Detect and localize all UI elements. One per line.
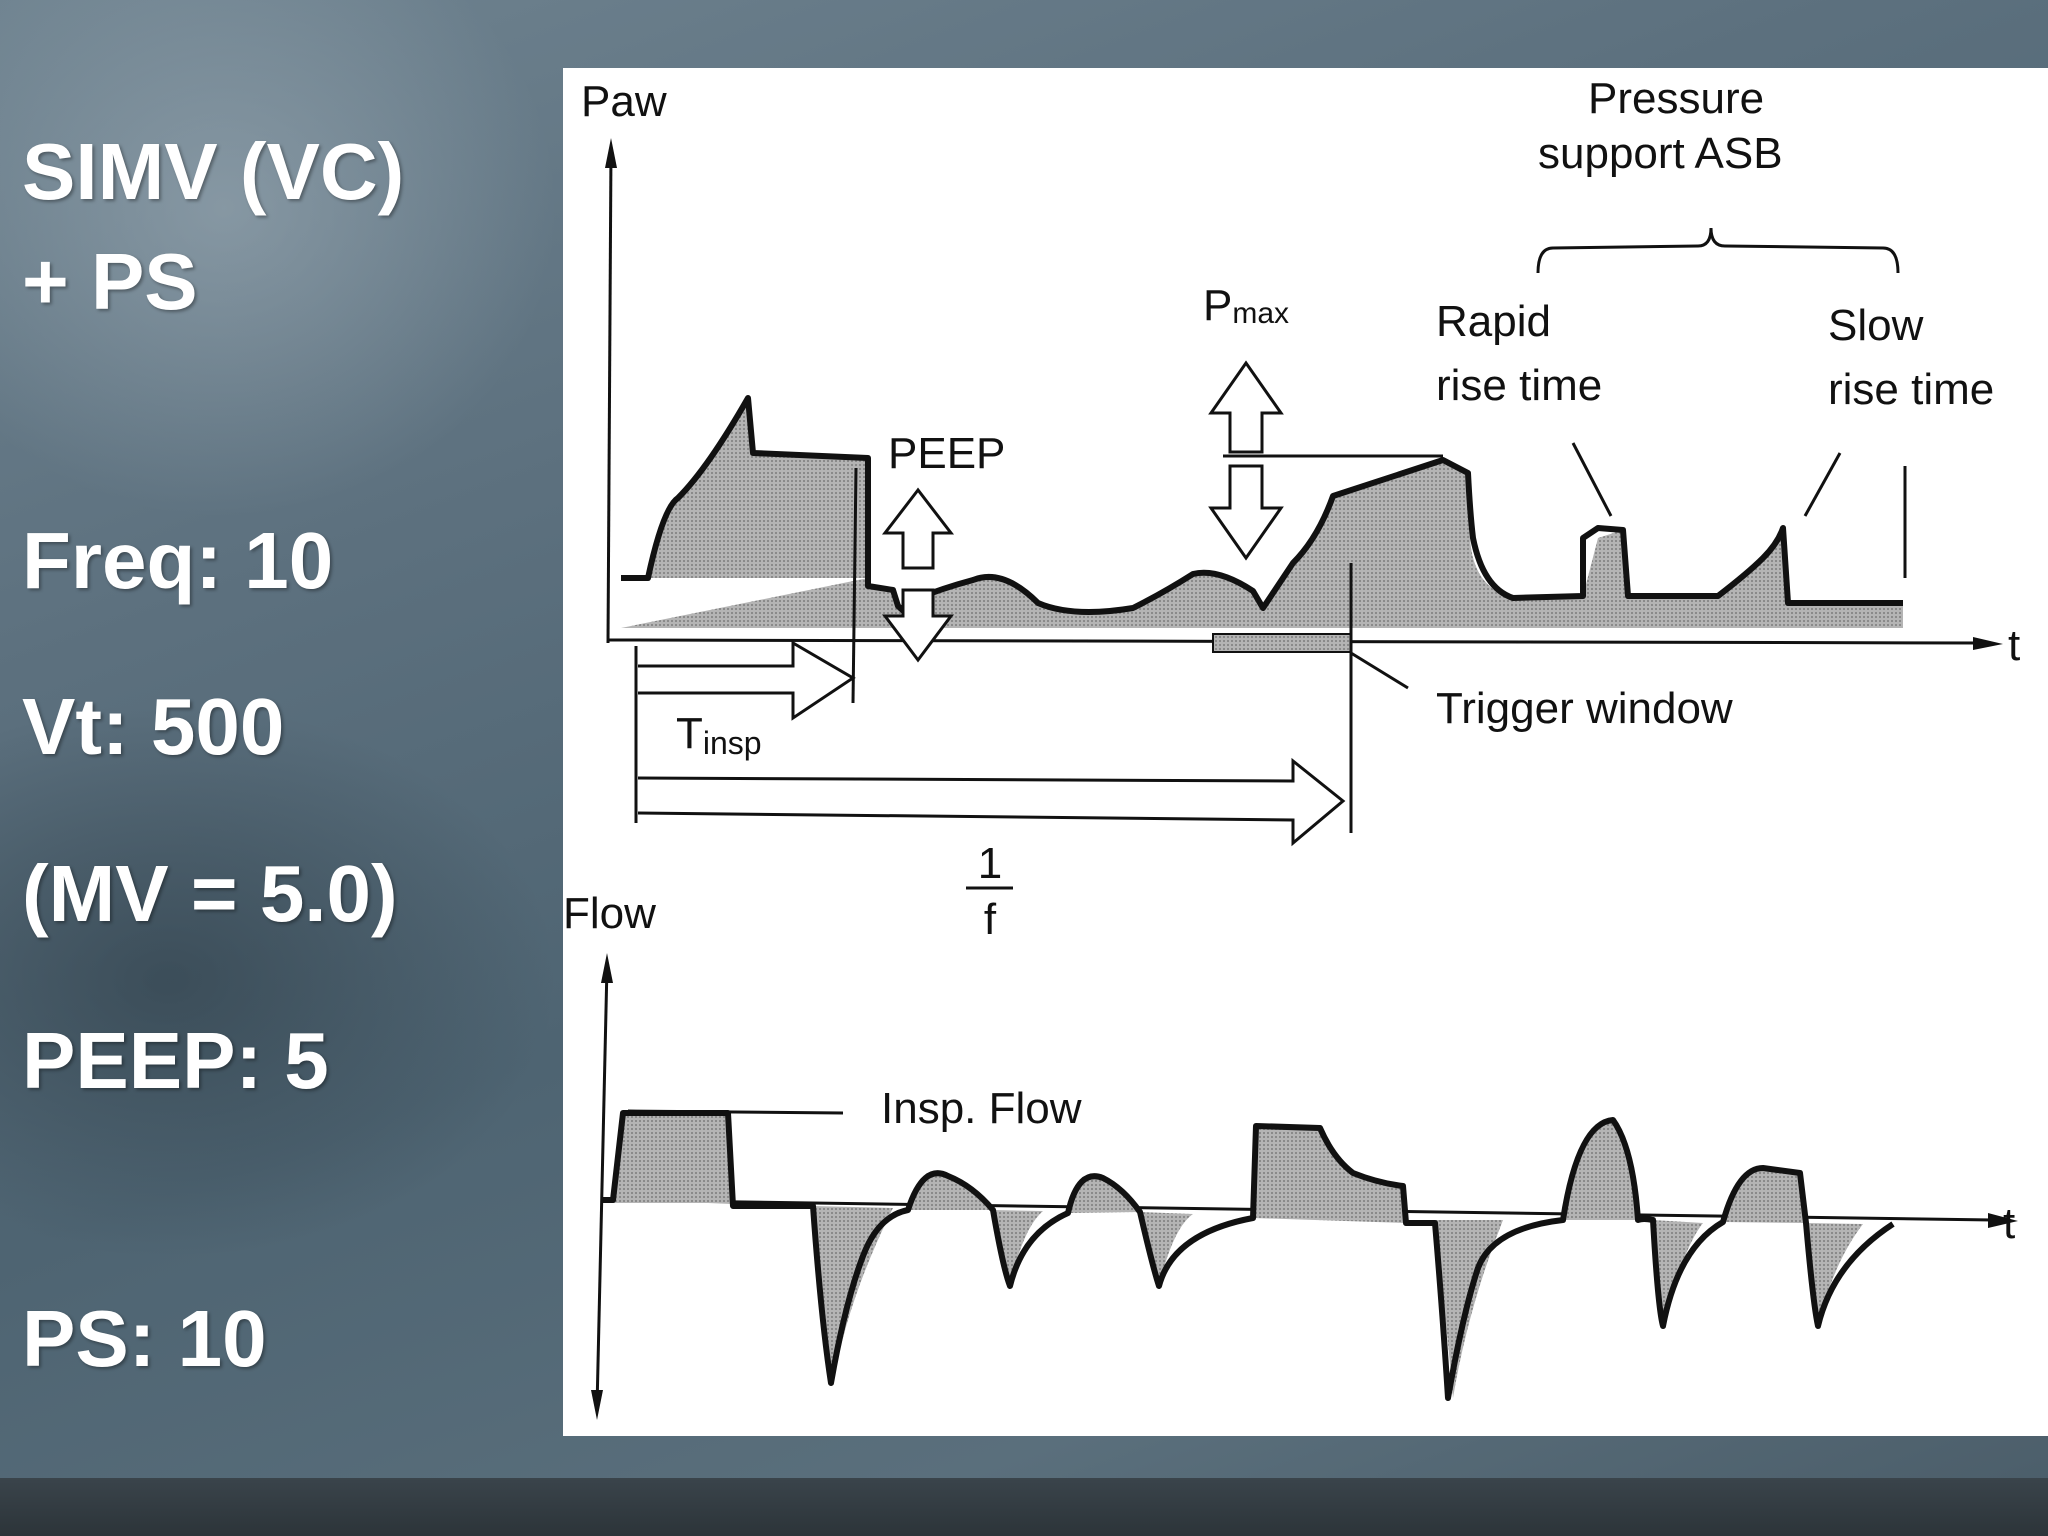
flow-waveform bbox=[603, 1110, 1895, 1401]
background-highlight bbox=[0, 0, 560, 520]
waveform-diagram: Paw t Pressure support ASB Pmax PEEP Rap… bbox=[563, 74, 2020, 1420]
vt-setting: Vt: 500 bbox=[22, 682, 285, 771]
peep-setting: PEEP: 5 bbox=[22, 1016, 329, 1105]
peep-label: PEEP bbox=[888, 429, 1005, 478]
slow-line2: rise time bbox=[1828, 365, 1994, 414]
insp-flow-label: Insp. Flow bbox=[881, 1084, 1082, 1133]
paw-y-arrow bbox=[605, 138, 617, 168]
flow-time-label: t bbox=[2003, 1199, 2015, 1248]
peep-down-arrow bbox=[882, 588, 954, 663]
mode-title-line2: + PS bbox=[22, 237, 198, 326]
flow-y-arrow-down bbox=[591, 1390, 603, 1420]
paw-waveform bbox=[621, 395, 1903, 618]
freq-denominator: f bbox=[984, 895, 997, 944]
paw-y-axis bbox=[606, 147, 613, 644]
slow-line1: Slow bbox=[1828, 301, 1924, 350]
tinsp-arrow bbox=[638, 640, 856, 721]
slow-pointer bbox=[1803, 452, 1842, 517]
paw-x-arrow bbox=[1973, 637, 2003, 650]
mode-title-line1: SIMV (VC) bbox=[22, 127, 405, 216]
pmax-down-arrow bbox=[1208, 464, 1284, 561]
background-shadow bbox=[0, 700, 560, 1260]
paw-axis-label: Paw bbox=[581, 77, 667, 126]
peep-up-arrow bbox=[881, 487, 955, 570]
freq-numerator: 1 bbox=[978, 839, 1002, 888]
flow-axis-label: Flow bbox=[563, 889, 656, 938]
mv-setting: (MV = 5.0) bbox=[22, 849, 398, 938]
settings-panel: SIMV (VC) + PS Freq: 10 Vt: 500 (MV = 5.… bbox=[0, 0, 560, 1478]
waveform-figure: Paw t Pressure support ASB Pmax PEEP Rap… bbox=[563, 68, 2048, 1436]
pressure-support-line2: support ASB bbox=[1538, 129, 1783, 178]
pmax-label: Pmax bbox=[1203, 281, 1289, 330]
trigger-pointer bbox=[1350, 651, 1409, 690]
bottom-bar bbox=[0, 1478, 2048, 1536]
freq-setting: Freq: 10 bbox=[22, 516, 334, 605]
paw-time-label: t bbox=[2008, 621, 2020, 670]
tinsp-label: Tinsp bbox=[676, 709, 762, 761]
rapid-line2: rise time bbox=[1436, 361, 1602, 410]
rapid-pointer bbox=[1571, 442, 1613, 517]
pmax-up-arrow bbox=[1208, 360, 1284, 454]
pressure-support-brace bbox=[1536, 227, 1900, 274]
cycle-arrow bbox=[637, 757, 1346, 847]
ps-setting: PS: 10 bbox=[22, 1294, 267, 1383]
flow-y-arrow-up bbox=[601, 953, 613, 983]
flow-x-arrow bbox=[1988, 1213, 2018, 1228]
tinsp-end-line bbox=[851, 467, 858, 704]
flow-shaded-area bbox=[613, 1113, 1863, 1398]
pressure-support-line1: Pressure bbox=[1588, 74, 1764, 123]
trigger-window-bar bbox=[1212, 633, 1352, 653]
trigger-window-label: Trigger window bbox=[1436, 684, 1733, 733]
flow-y-axis bbox=[595, 965, 609, 1409]
rapid-line1: Rapid bbox=[1436, 297, 1551, 346]
